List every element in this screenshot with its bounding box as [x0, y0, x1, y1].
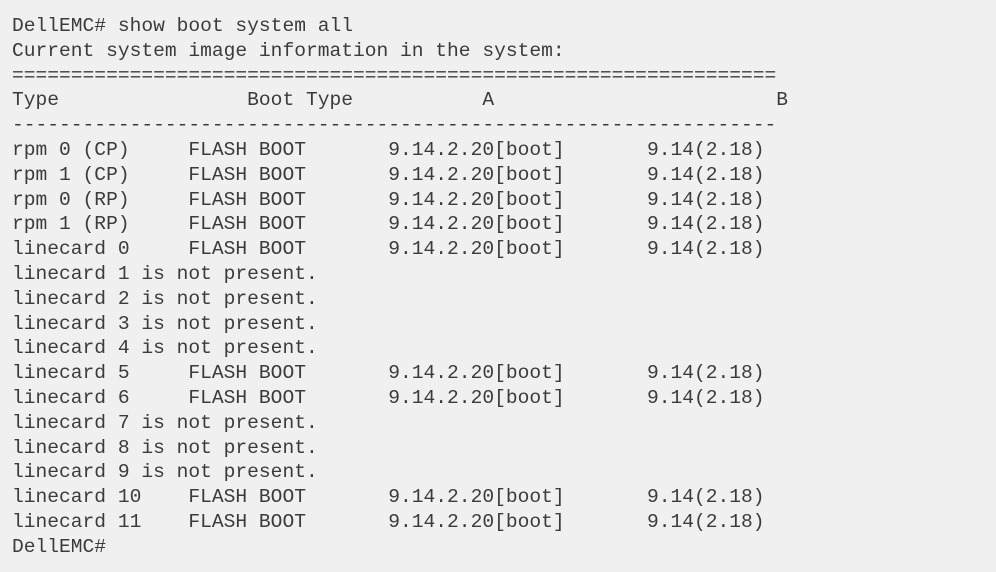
table-row: linecard 0 FLASH BOOT 9.14.2.20[boot] 9.… — [12, 238, 765, 261]
output-subtitle: Current system image information in the … — [12, 39, 565, 62]
table-rows: rpm 0 (CP) FLASH BOOT 9.14.2.20[boot] 9.… — [12, 138, 996, 535]
table-row: linecard 4 is not present. — [12, 337, 318, 360]
table-row: rpm 1 (RP) FLASH BOOT 9.14.2.20[boot] 9.… — [12, 213, 765, 236]
table-row: linecard 10 FLASH BOOT 9.14.2.20[boot] 9… — [12, 486, 765, 509]
table-row: rpm 0 (CP) FLASH BOOT 9.14.2.20[boot] 9.… — [12, 138, 765, 161]
table-row: linecard 1 is not present. — [12, 262, 318, 285]
table-row: linecard 8 is not present. — [12, 436, 318, 459]
table-row: linecard 9 is not present. — [12, 461, 318, 484]
trailing-prompt: DellEMC# — [12, 535, 107, 558]
table-row: rpm 1 (CP) FLASH BOOT 9.14.2.20[boot] 9.… — [12, 163, 765, 186]
separator-equals: ========================================… — [12, 64, 777, 87]
table-row: linecard 3 is not present. — [12, 312, 318, 335]
table-row: linecard 11 FLASH BOOT 9.14.2.20[boot] 9… — [12, 510, 765, 533]
table-row: rpm 0 (RP) FLASH BOOT 9.14.2.20[boot] 9.… — [12, 188, 765, 211]
table-row: linecard 7 is not present. — [12, 411, 318, 434]
command-line: DellEMC# show boot system all — [12, 15, 353, 37]
table-header-row: Type Boot Type A B — [12, 89, 789, 112]
table-row: linecard 6 FLASH BOOT 9.14.2.20[boot] 9.… — [12, 386, 765, 409]
table-row: linecard 2 is not present. — [12, 287, 318, 310]
table-row: linecard 5 FLASH BOOT 9.14.2.20[boot] 9.… — [12, 362, 765, 385]
separator-dashes: ----------------------------------------… — [12, 114, 777, 137]
